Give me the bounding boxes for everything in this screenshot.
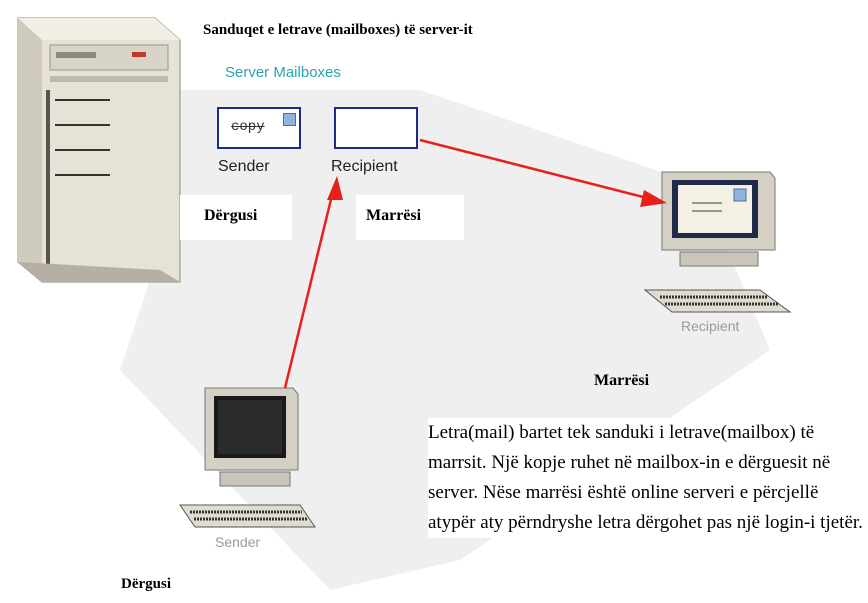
page-title: Sanduqet e letrave (mailboxes) të server… (203, 22, 473, 38)
desktop-computer-icon (179, 387, 316, 528)
recipient-label-box (356, 195, 464, 240)
server-mailboxes-subtitle: Server Mailboxes (225, 64, 341, 81)
sender-mailbox-label: Sender (218, 158, 270, 175)
server-tower-icon (17, 17, 181, 283)
sender-albanian-bottom-label: Dërgusi (121, 576, 171, 592)
recipient-albanian-label: Marrësi (366, 207, 422, 224)
recipient-mailbox (334, 107, 418, 149)
recipient-pc-label: Recipient (681, 318, 740, 334)
sender-mailbox: copy (217, 107, 301, 149)
envelope-icon (283, 113, 296, 126)
arrow-sender-to-server (283, 186, 336, 389)
copy-text: copy (231, 119, 265, 135)
arrow-head-up (327, 176, 343, 200)
arrow-server-to-recipient (419, 138, 656, 202)
arrow-head-right (640, 190, 667, 207)
sender-albanian-label: Dërgusi (204, 207, 258, 224)
sender-pc-label: Sender (215, 534, 261, 550)
desktop-computer-icon (643, 171, 792, 313)
recipient-albanian-bottom-label: Marrësi (594, 372, 650, 389)
description-paragraph: Letra(mail) bartet tek sanduki i letrave… (428, 418, 868, 538)
mail-flow-arrows (283, 138, 667, 389)
sender-label-box (180, 195, 292, 240)
recipient-mailbox-label: Recipient (331, 158, 398, 175)
